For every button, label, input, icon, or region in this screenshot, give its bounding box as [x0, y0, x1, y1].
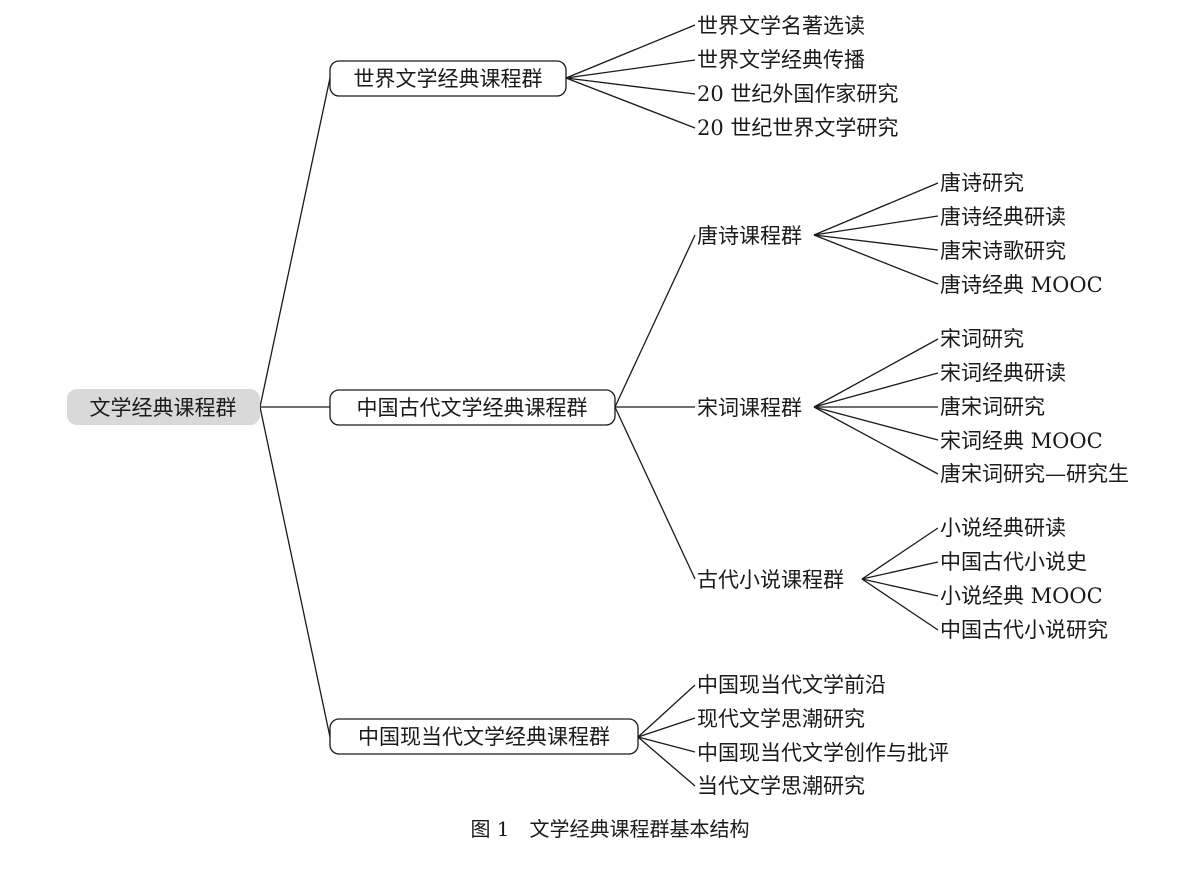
course-label: 中国古代小说史	[940, 550, 1087, 574]
edge-s2-c5	[813, 406, 939, 475]
group-node-ancient-chinese-literature: 中国古代文学经典课程群	[329, 389, 616, 426]
edge-g1-c3	[565, 77, 696, 95]
course-label: 唐宋词研究	[940, 395, 1045, 419]
subgroup-label-song-ci: 宋词课程群	[697, 396, 802, 420]
edge-g2-s1	[614, 234, 696, 408]
group-box	[329, 718, 639, 755]
group-label: 中国古代文学经典课程群	[357, 396, 588, 420]
edge-s3-c3	[861, 578, 939, 597]
course-label: 中国现当代文学创作与批评	[697, 741, 949, 765]
edge-g3-c3	[637, 736, 696, 753]
edge-g1-c1	[565, 24, 696, 79]
group-label: 世界文学经典课程群	[354, 67, 543, 91]
edge-s1-c3	[813, 234, 939, 251]
course-list-world-literature: 世界文学名著选读 世界文学经典传播 20 世纪外国作家研究 20 世纪世界文学研…	[697, 14, 898, 140]
edge-g3-c4	[637, 736, 696, 787]
course-label: 20 世纪外国作家研究	[697, 82, 898, 106]
course-label: 20 世纪世界文学研究	[697, 116, 898, 140]
course-label: 小说经典 MOOC	[940, 584, 1103, 608]
course-list-song-ci: 宋词研究 宋词经典研读 唐宋词研究 宋词经典 MOOC 唐宋词研究—研究生	[940, 327, 1129, 486]
edge-s2-c1	[813, 338, 939, 408]
root-label: 文学经典课程群	[90, 396, 237, 420]
course-label: 世界文学名著选读	[697, 14, 865, 38]
course-label: 唐诗经典研读	[940, 205, 1066, 229]
edge-s3-c4	[861, 578, 939, 631]
subgroup-label-tang-poetry: 唐诗课程群	[697, 224, 802, 248]
course-label: 世界文学经典传播	[697, 48, 865, 72]
root-box	[67, 389, 260, 425]
edge-s3-c2	[861, 561, 939, 580]
edges	[259, 24, 939, 787]
course-label: 宋词经典研读	[940, 361, 1066, 385]
course-list-modern-chinese-literature: 中国现当代文学前沿 现代文学思潮研究 中国现当代文学创作与批评 当代文学思潮研究	[697, 673, 949, 798]
figure-caption: 图 1 文学经典课程群基本结构	[470, 817, 749, 841]
edge-root-group1	[259, 77, 331, 408]
course-label: 中国古代小说研究	[940, 618, 1108, 642]
edge-g3-c2	[637, 717, 696, 738]
edge-g1-c2	[565, 59, 696, 79]
edge-s1-c2	[813, 215, 939, 236]
group-node-world-literature: 世界文学经典课程群	[329, 60, 567, 97]
group-box	[329, 389, 616, 426]
course-label: 唐宋词研究—研究生	[940, 462, 1129, 486]
course-label: 唐诗经典 MOOC	[940, 273, 1103, 297]
root-node: 文学经典课程群	[67, 389, 260, 425]
course-label: 宋词经典 MOOC	[940, 429, 1103, 453]
course-label: 现代文学思潮研究	[697, 707, 865, 731]
subgroup-label-ancient-fiction: 古代小说课程群	[697, 568, 844, 592]
edge-s2-c4	[813, 406, 939, 441]
group-label: 中国现当代文学经典课程群	[358, 725, 610, 749]
edge-s1-c1	[813, 182, 939, 236]
course-label: 宋词研究	[940, 327, 1024, 351]
course-label: 唐宋诗歌研究	[940, 239, 1066, 263]
edge-s2-c2	[813, 372, 939, 408]
group-node-modern-chinese-literature: 中国现当代文学经典课程群	[329, 718, 639, 755]
edge-g2-s3	[614, 406, 696, 580]
edge-g1-c4	[565, 77, 696, 129]
course-list-tang-poetry: 唐诗研究 唐诗经典研读 唐宋诗歌研究 唐诗经典 MOOC	[940, 171, 1103, 297]
course-label: 小说经典研读	[940, 516, 1066, 540]
edge-s3-c1	[861, 527, 939, 580]
edge-root-group3	[259, 406, 331, 738]
group-box	[329, 60, 567, 97]
course-list-ancient-fiction: 小说经典研读 中国古代小说史 小说经典 MOOC 中国古代小说研究	[940, 516, 1108, 642]
course-label: 唐诗研究	[940, 171, 1024, 195]
course-label: 当代文学思潮研究	[697, 774, 865, 798]
edge-s1-c4	[813, 234, 939, 285]
course-label: 中国现当代文学前沿	[697, 673, 886, 697]
edge-g3-c1	[637, 684, 696, 738]
